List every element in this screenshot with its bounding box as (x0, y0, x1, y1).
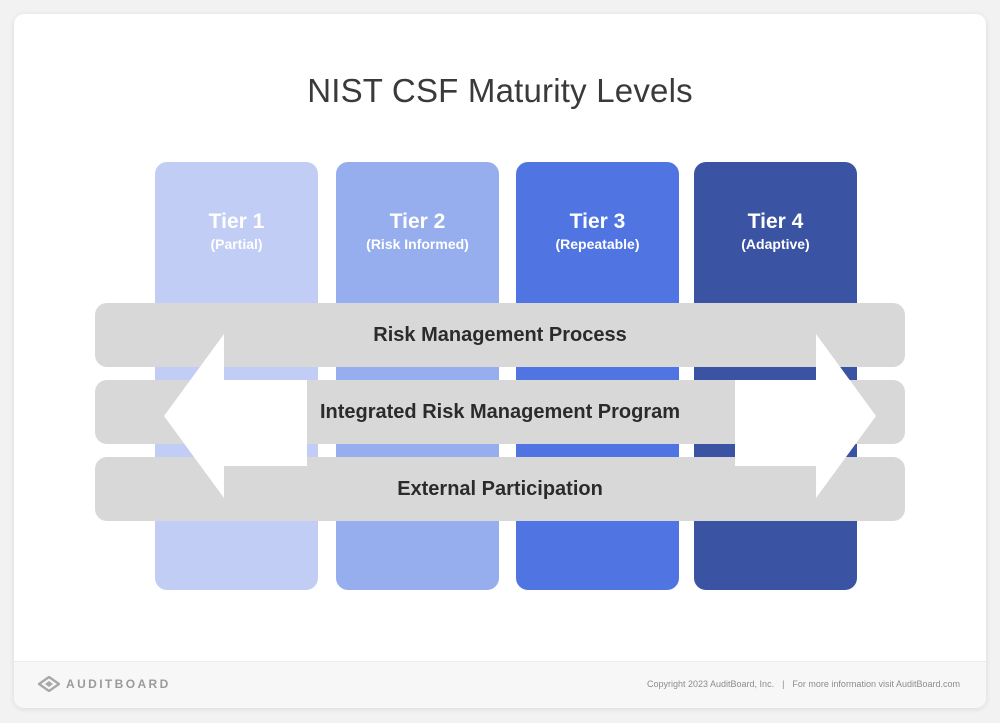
right-arrow-shape (735, 334, 876, 498)
band-risk-management-process (95, 303, 905, 367)
double-arrow-icon (164, 334, 876, 498)
footer-text: Copyright 2023 AuditBoard, Inc. | For more… (647, 679, 960, 689)
tier-4-subtitle: (Adaptive) (741, 236, 810, 252)
copyright-text: Copyright 2023 AuditBoard, Inc. (646, 679, 775, 689)
band-label-3: External Participation (397, 478, 603, 500)
footer-separator: | (782, 679, 785, 689)
tier-4-name: Tier 4 (747, 210, 804, 233)
band-label-1: Risk Management Process (373, 324, 627, 346)
tier-1-subtitle: (Partial) (210, 236, 263, 252)
tier-3-name: Tier 3 (569, 210, 626, 233)
tier-1-name: Tier 1 (208, 210, 265, 233)
auditboard-logo-icon (38, 676, 60, 692)
left-arrow-shape (164, 334, 307, 498)
tier-3-subtitle: (Repeatable) (555, 236, 640, 252)
tier-2-subtitle: (Risk Informed) (366, 236, 469, 252)
tier-2-name: Tier 2 (389, 210, 446, 233)
band-label-2: Integrated Risk Management Program (319, 401, 681, 423)
diagram-title: NIST CSF Maturity Levels (307, 72, 693, 109)
diagram-card: NIST CSF Maturity Levels Tier 1 (Partial… (14, 14, 986, 708)
footer: AUDITBOARD Copyright 2023 AuditBoard, In… (14, 661, 986, 708)
band-external-participation (95, 457, 905, 521)
info-text: For more information visit AuditBoard.co… (792, 679, 960, 689)
logo-text: AUDITBOARD (66, 677, 171, 691)
auditboard-logo: AUDITBOARD (38, 676, 171, 692)
